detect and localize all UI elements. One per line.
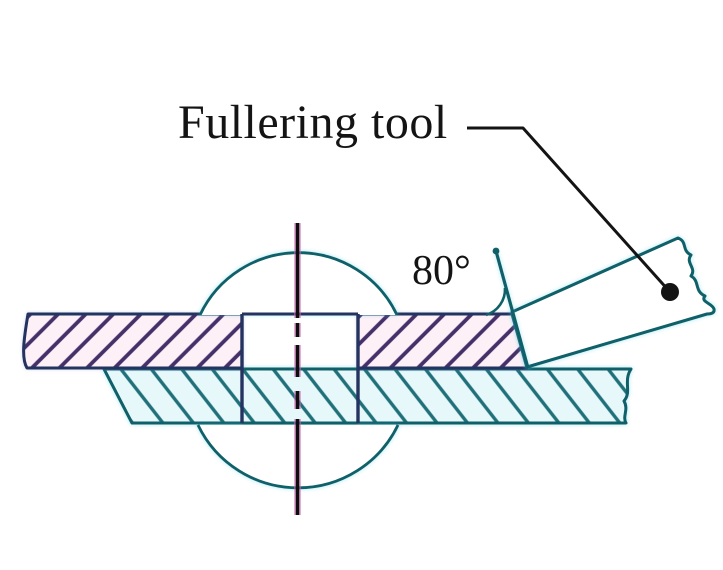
- angle-arc: [485, 287, 507, 317]
- bottom-plate: [102, 367, 633, 425]
- fullering-tool-body: [510, 236, 716, 369]
- leader-line: [467, 126, 672, 294]
- tool-face-line-tip: [492, 247, 500, 255]
- tool-working-face-line: [494, 250, 530, 369]
- fullering-tool-label: Fullering tool: [178, 96, 448, 149]
- leader-dot: [661, 283, 679, 301]
- angle-label: 80°: [412, 248, 471, 294]
- top-plate-right: [356, 312, 529, 370]
- top-plate-left: [22, 312, 244, 370]
